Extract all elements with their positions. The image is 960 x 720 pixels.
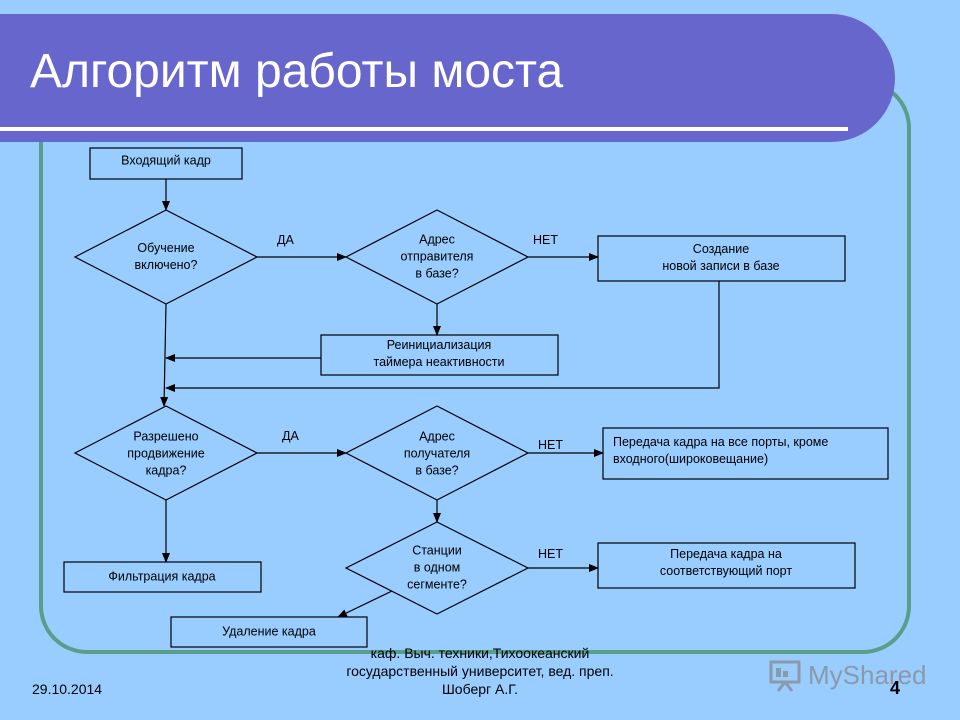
edge-segment-delete — [337, 590, 393, 618]
delete-frame-label: Удаление кадра — [222, 624, 316, 639]
myshared-logo: MyShared — [768, 656, 928, 696]
node-create-box — [597, 235, 846, 282]
edge-create-back — [165, 281, 720, 392]
edge-label-yes-1: ДА — [277, 233, 294, 247]
node-reinit-box — [320, 334, 559, 376]
presentation-icon — [769, 660, 801, 692]
title-underline — [0, 127, 848, 131]
slide-title: Алгоритм работы моста — [30, 45, 564, 98]
footer-author: каф. Выч. техники,Тихоокеанский государс… — [346, 645, 614, 697]
incoming-label: Входящий кадр — [121, 153, 211, 168]
title-band — [0, 14, 895, 142]
node-broadcast-box — [602, 427, 889, 480]
edge-label-no-1: НЕТ — [533, 233, 558, 247]
node-port-box — [597, 542, 856, 589]
logo-text: MyShared — [808, 660, 927, 690]
edge-label-no-2: НЕТ — [538, 438, 563, 452]
filtering-label: Фильтрация кадра — [108, 569, 216, 584]
page-number: 4 — [890, 678, 901, 698]
edge-label-yes-2: ДА — [282, 429, 299, 443]
node-delete-box — [170, 616, 368, 648]
edge-learning-forward — [160, 303, 169, 407]
node-incoming-box — [89, 147, 243, 180]
footer-date: 29.10.2014 — [32, 681, 103, 697]
node-filter-box — [63, 561, 262, 593]
edge-label-no-3: НЕТ — [538, 547, 563, 561]
